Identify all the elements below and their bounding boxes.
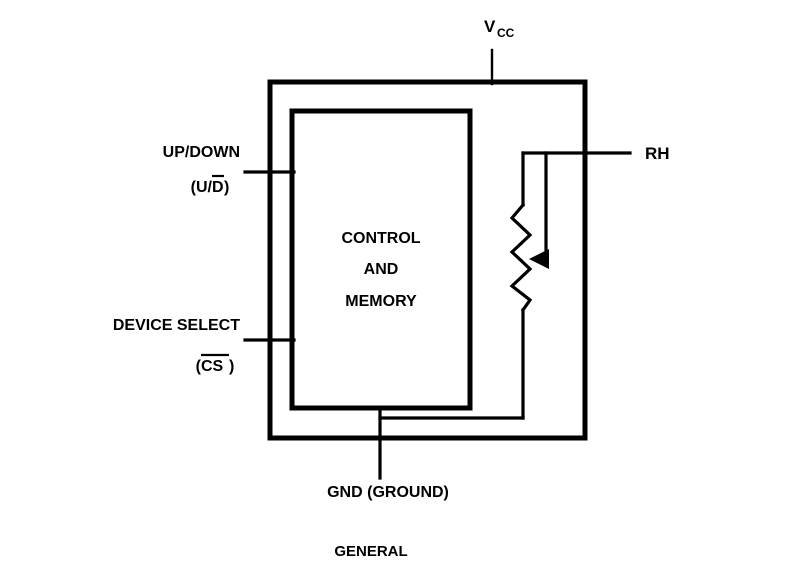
control-block-line-3: MEMORY xyxy=(345,293,417,310)
potentiometer-resistive-element xyxy=(509,202,533,313)
gnd-label: GND (GROUND) xyxy=(327,484,449,501)
updown-alt-label-open: (U/ xyxy=(191,179,213,196)
device-select-alt-label-open: ( xyxy=(196,358,202,375)
vcc-label-subscript: CC xyxy=(497,26,515,40)
updown-label: UP/DOWN xyxy=(163,144,240,161)
control-block-line-1: CONTROL xyxy=(341,230,420,247)
updown-alt-label-close: ) xyxy=(224,179,229,196)
control-and-memory-block-outline xyxy=(289,108,473,411)
diagram-caption: GENERAL xyxy=(334,543,407,560)
vcc-label: V xyxy=(484,17,496,36)
updown-alt-label-overbarred: D xyxy=(212,179,224,196)
device-select-alt-label-overbarred: CS xyxy=(201,358,224,375)
device-package-outline xyxy=(267,79,588,441)
control-block-line-2: AND xyxy=(364,261,399,278)
device-select-label: DEVICE SELECT xyxy=(113,317,240,334)
potentiometer-wiper-arrowhead xyxy=(529,249,549,269)
rh-label: RH xyxy=(645,144,670,163)
device-select-alt-label-close: ) xyxy=(229,358,234,375)
